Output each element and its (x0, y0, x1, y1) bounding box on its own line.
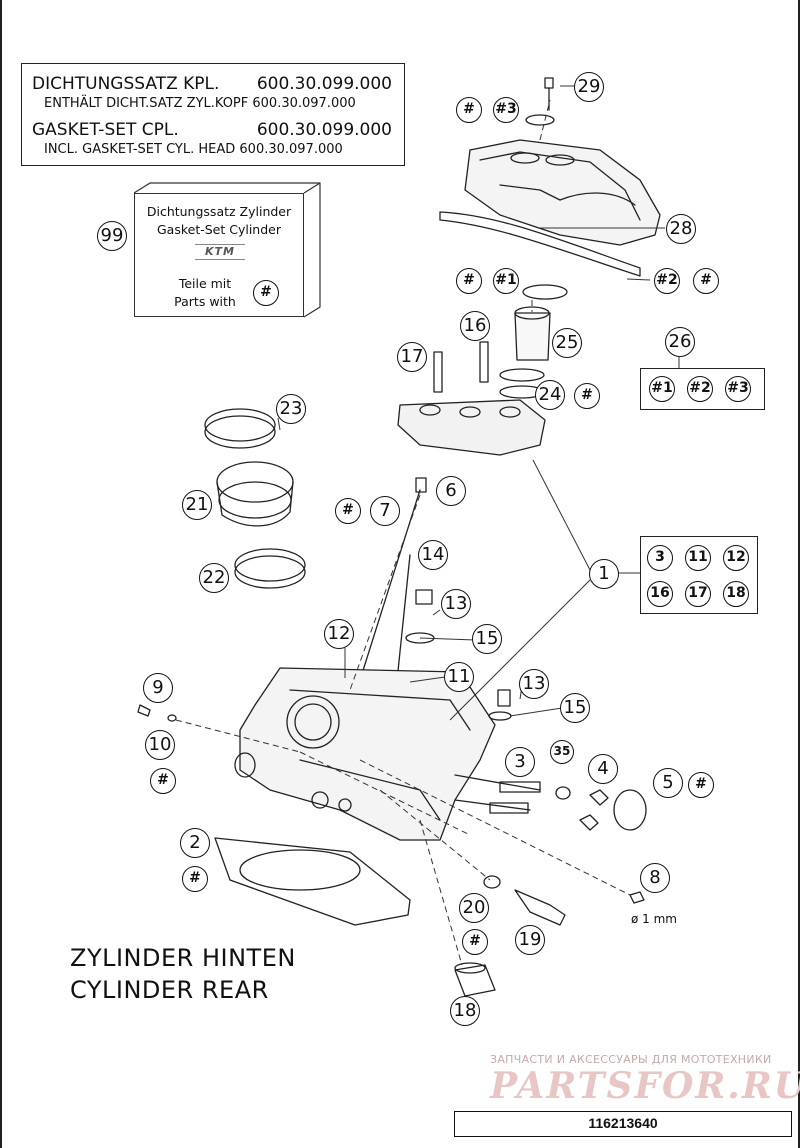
kit-26-list: #1 #2 #3 (640, 368, 765, 410)
hash-mark-1: #1 (493, 268, 519, 294)
callout-21[interactable]: 21 (182, 490, 212, 520)
kit-1-item-3: 3 (647, 545, 673, 571)
kit-1-list: 3 11 12 16 17 18 (640, 536, 758, 614)
hash-mark: # (574, 383, 600, 409)
kit-box-line2: Gasket-Set Cylinder (156, 222, 281, 237)
hash-mark-3: #3 (493, 97, 519, 123)
kit-1-item-16: 16 (647, 581, 673, 607)
gasket-set-en-label: GASKET-SET CPL. (32, 120, 179, 140)
callout-99[interactable]: 99 (97, 221, 127, 251)
watermark-tagline: ЗАПЧАСТИ И АКСЕССУАРЫ ДЛЯ МОТОТЕХНИКИ (490, 1053, 772, 1066)
kit-26-item-2: #2 (687, 376, 713, 402)
frame-left-border (0, 0, 2, 1148)
kit-box-line4: Parts with (174, 294, 236, 309)
hash-mark: # (456, 268, 482, 294)
callout-20[interactable]: 20 (459, 893, 489, 923)
gasket-set-de-label: DICHTUNGSSATZ KPL. (32, 74, 220, 94)
callout-15[interactable]: 15 (560, 693, 590, 723)
watermark-logo: PARTSFOR.RU (490, 1065, 800, 1107)
callout-7[interactable]: 7 (370, 496, 400, 526)
callout-22[interactable]: 22 (199, 563, 229, 593)
gasket-set-de-includes: ENTHÄLT DICHT.SATZ ZYL.KOPF 600.30.097.0… (44, 96, 356, 111)
callout-23[interactable]: 23 (276, 394, 306, 424)
callout-15[interactable]: 15 (472, 624, 502, 654)
kit-1-item-11: 11 (685, 545, 711, 571)
kit-box-line1: Dichtungssatz Zylinder (146, 204, 292, 219)
hash-mark: # (335, 498, 361, 524)
callout-16[interactable]: 16 (460, 311, 490, 341)
frame-right-border (798, 0, 800, 1148)
hash-mark-2: #2 (654, 268, 680, 294)
callout-24[interactable]: 24 (535, 380, 565, 410)
gasket-set-en-includes: INCL. GASKET-SET CYL. HEAD 600.30.097.00… (44, 142, 343, 157)
callout-10[interactable]: 10 (145, 730, 175, 760)
callout-1[interactable]: 1 (589, 559, 619, 589)
gasket-set-de-number: 600.30.099.000 (256, 74, 392, 94)
callout-11[interactable]: 11 (444, 662, 474, 692)
callout-13[interactable]: 13 (441, 589, 471, 619)
gasket-set-en-number: 600.30.099.000 (256, 120, 392, 140)
kit-1-item-12: 12 (723, 545, 749, 571)
hash-mark: # (182, 866, 208, 892)
ktm-logo: KTM (195, 244, 245, 260)
callout-17[interactable]: 17 (397, 342, 427, 372)
callout-4[interactable]: 4 (588, 754, 618, 784)
kit-26-item-1: #1 (649, 376, 675, 402)
kit-box-gasket-set-cylinder: Dichtungssatz Zylinder Gasket-Set Cylind… (134, 193, 304, 317)
kit-26-item-3: #3 (725, 376, 751, 402)
callout-14[interactable]: 14 (418, 540, 448, 570)
callout-26[interactable]: 26 (665, 327, 695, 357)
callout-25[interactable]: 25 (552, 328, 582, 358)
kit-box-hash: # (253, 280, 279, 306)
callout-6[interactable]: 6 (436, 476, 466, 506)
callout-19[interactable]: 19 (515, 925, 545, 955)
hash-mark: # (693, 268, 719, 294)
callout-29[interactable]: 29 (574, 72, 604, 102)
gasket-set-info-box: DICHTUNGSSATZ KPL. 600.30.099.000 ENTHÄL… (21, 63, 405, 166)
kit-box-line3: Teile mit (178, 276, 232, 291)
kit-1-item-18: 18 (723, 581, 749, 607)
callout-5[interactable]: 5 (653, 768, 683, 798)
callout-28[interactable]: 28 (666, 214, 696, 244)
hash-mark: # (462, 929, 488, 955)
callout-3[interactable]: 3 (505, 747, 535, 777)
callout-18[interactable]: 18 (450, 996, 480, 1026)
cylinder-title-en: CYLINDER REAR (70, 976, 269, 1004)
diameter-label: ø 1 mm (631, 912, 677, 926)
hash-mark: # (456, 97, 482, 123)
callout-13[interactable]: 13 (519, 669, 549, 699)
callout-12[interactable]: 12 (324, 619, 354, 649)
callout-9[interactable]: 9 (143, 673, 173, 703)
callout-2[interactable]: 2 (180, 828, 210, 858)
callout-35[interactable]: 35 (550, 740, 574, 764)
kit-1-item-17: 17 (685, 581, 711, 607)
part-number-box: 116213640 (454, 1111, 792, 1137)
hash-mark: # (150, 768, 176, 794)
cylinder-title-de: ZYLINDER HINTEN (70, 944, 296, 972)
callout-8[interactable]: 8 (640, 863, 670, 893)
hash-mark: # (688, 772, 714, 798)
